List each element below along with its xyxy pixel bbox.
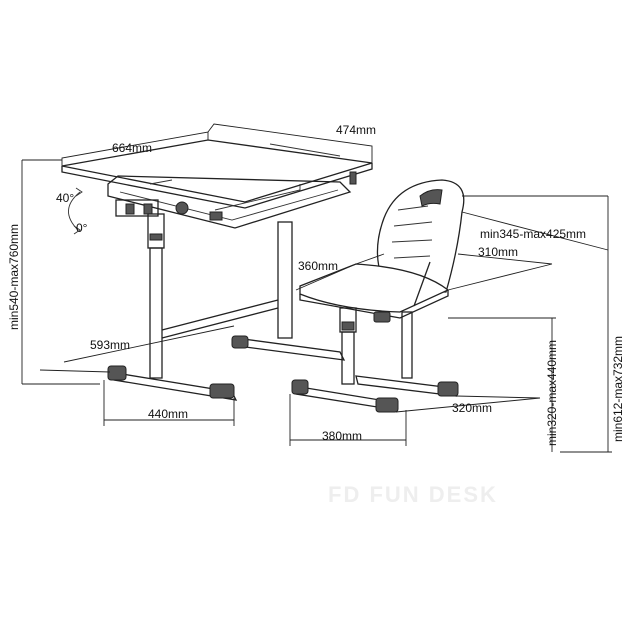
dim-desk-base-width-label: 440mm (148, 407, 188, 421)
dim-chair-total-height-label: min612-max732mm (611, 336, 625, 442)
desk-drawer (107, 175, 352, 229)
desk-left-upper-tube (147, 213, 165, 249)
dim-chair-seat-width-line (447, 253, 553, 291)
desk-tilt-bracket (115, 199, 159, 217)
dim-chair-back-width-line (461, 195, 609, 251)
chair-height-collar (341, 321, 355, 331)
dim-desk-depth-label: 664mm (112, 141, 152, 155)
desk-right-foot (235, 337, 346, 361)
desk-pen-groove (269, 143, 341, 157)
tilt-min-label: 0° (76, 221, 88, 235)
dim-desk-width-line (207, 123, 373, 163)
chair-lever (373, 311, 391, 323)
dim-chair-back-width-label: min345-max425mm (480, 227, 586, 241)
dim-chair-base-depth-line (395, 395, 541, 413)
dim-desk-width-label: 474mm (336, 123, 376, 137)
desk-clip-right (209, 211, 223, 221)
desk-left-foot-cap-back (107, 365, 127, 381)
desk-bracket-bolt-2 (143, 203, 153, 215)
dim-chair-seat-width-label: 310mm (478, 245, 518, 259)
chair-rear-leg (401, 311, 413, 379)
desk-drawer-inner (119, 189, 339, 221)
dim-desk-leg-depth-label: 593mm (90, 338, 130, 352)
desk-bracket-bolt-1 (125, 203, 135, 215)
dim-chair-total-height-line (560, 196, 612, 453)
dim-chair-seat-depth-line (295, 253, 385, 291)
dim-desk-leg-depth-line (39, 325, 235, 373)
dim-desk-base-width-line (103, 380, 235, 426)
dim-chair-base-width-line (289, 394, 407, 446)
desk-tilt-knob (175, 201, 189, 215)
tilt-arrow-top (75, 187, 83, 197)
chair-foot-cap-3 (437, 381, 459, 397)
desk-left-collar (149, 233, 163, 241)
dim-chair-seat-depth-label: 360mm (298, 259, 338, 273)
desk-right-foot-cap-back (231, 335, 249, 349)
desk-stopper (149, 179, 173, 185)
tilt-arrow-bottom (73, 225, 81, 235)
brand-watermark: FD FUN DESK (328, 482, 498, 507)
desk-bag-hook (349, 171, 357, 185)
chair-lower-tube (341, 331, 355, 385)
desk-left-foot-cap-front (209, 383, 235, 399)
desk-right-leg (277, 221, 293, 339)
desk-crossbar (161, 299, 279, 339)
desk-top-edge (61, 163, 373, 209)
dim-desk-depth-line (61, 131, 209, 166)
dim-chair-seat-height-label: min320-max440mm (545, 340, 559, 446)
chair-seat-edge (299, 290, 449, 319)
desk-drawing (61, 139, 373, 401)
chair-foot-cap-1 (291, 379, 309, 395)
desk-drawer-handle (214, 184, 301, 211)
tilt-max-label: 40° (56, 191, 74, 205)
chair-drawing (291, 179, 465, 413)
chair-backrest-slots (391, 205, 433, 259)
dim-desk-height-label: min540-max760mm (7, 224, 21, 330)
chair-seat (299, 263, 450, 313)
desk-left-leg (149, 247, 163, 379)
dim-desk-height-line (21, 159, 100, 385)
chair-back-handle (419, 189, 443, 207)
chair-foot-cap-2 (375, 397, 399, 413)
dim-chair-seat-height-line (448, 317, 556, 452)
dim-chair-base-width-label: 380mm (322, 429, 362, 443)
chair-back-post (413, 261, 431, 307)
dim-chair-base-depth-label: 320mm (452, 401, 492, 415)
